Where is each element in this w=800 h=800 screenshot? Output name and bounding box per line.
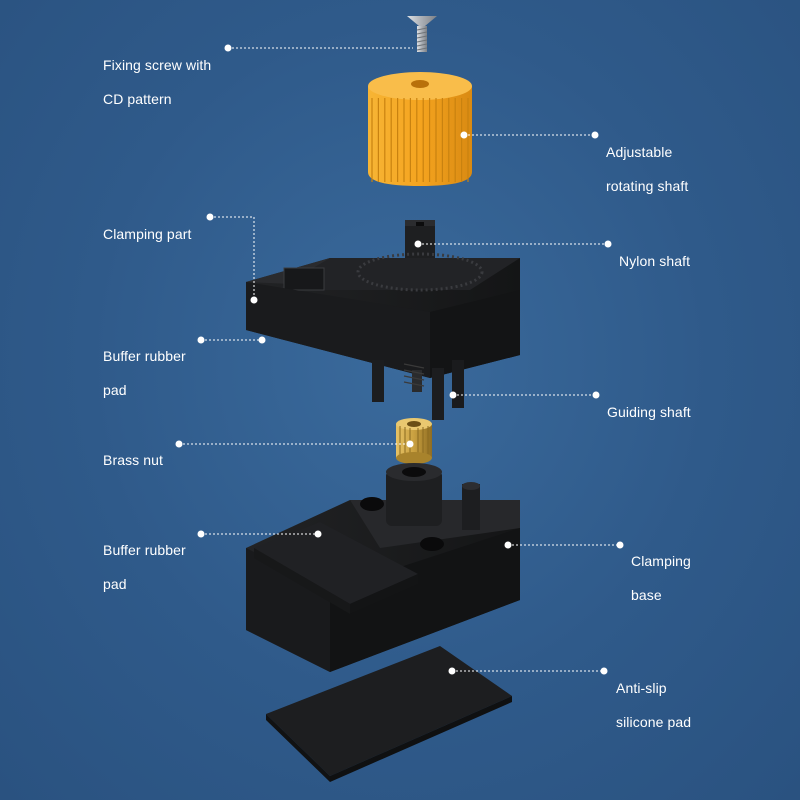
buffer-rubber-pad-bottom — [254, 522, 418, 614]
label-line: Guiding shaft — [607, 404, 691, 420]
label-buffer-rubber-pad-bottom: Buffer rubber pad — [103, 525, 186, 610]
label-line: Clamping part — [103, 226, 192, 242]
adjustable-rotating-shaft — [368, 72, 472, 186]
label-line: Nylon shaft — [619, 253, 691, 269]
label-anti-slip-silicone-pad: Anti-slip silicone pad — [616, 663, 691, 748]
clamping-part — [246, 252, 520, 378]
label-buffer-rubber-pad-top: Buffer rubber pad — [103, 331, 186, 416]
brass-nut — [396, 418, 432, 464]
guiding-shaft — [372, 360, 464, 420]
label-nylon-shaft: Nylon shaft — [619, 236, 690, 287]
label-line: Clamping — [631, 553, 691, 569]
label-line: pad — [103, 382, 127, 398]
label-guiding-shaft: Guiding shaft — [607, 387, 691, 438]
label-line: pad — [103, 576, 127, 592]
label-line: silicone pad — [616, 714, 692, 730]
label-line: Brass nut — [103, 452, 164, 468]
label-line: CD pattern — [103, 91, 172, 107]
label-line: base — [631, 587, 662, 603]
label-line: Fixing screw with — [103, 57, 212, 73]
label-line: Anti-slip — [616, 680, 667, 696]
fixing-screw — [407, 16, 437, 52]
leader-lines — [175, 44, 624, 675]
label-line: rotating shaft — [606, 178, 689, 194]
label-clamping-base: Clamping base — [631, 536, 691, 621]
label-brass-nut: Brass nut — [103, 435, 163, 486]
label-fixing-screw: Fixing screw with CD pattern — [103, 40, 211, 125]
label-line: Buffer rubber — [103, 348, 186, 364]
label-line: Buffer rubber — [103, 542, 186, 558]
label-line: Adjustable — [606, 144, 673, 160]
anti-slip-silicone-pad — [266, 646, 512, 782]
label-adjustable-rotating-shaft: Adjustable rotating shaft — [606, 127, 688, 212]
label-clamping-part: Clamping part — [103, 209, 191, 260]
